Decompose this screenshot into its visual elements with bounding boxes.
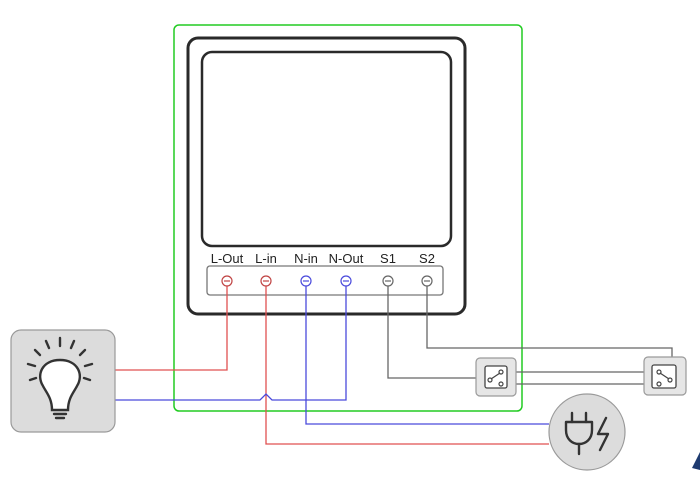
power-plug-icon: [548, 393, 626, 471]
two-way-switch-icon: [475, 357, 517, 397]
wire-s2-to-switch-b: [426, 281, 673, 357]
wires: [114, 281, 673, 445]
light-bulb-icon: [10, 329, 116, 433]
wire-s1-to-switch-a: [387, 281, 476, 379]
terminal-screw-n-out: [340, 275, 352, 287]
terminal-labels: L-Out L-in N-in N-Out S1 S2: [211, 251, 435, 266]
terminal-label-l-out: L-Out: [211, 251, 244, 266]
terminal-label-n-out: N-Out: [329, 251, 364, 266]
terminal-block: [206, 265, 444, 296]
wire-l-in-to-power: [265, 281, 549, 445]
smart-module: [186, 36, 467, 316]
module-screen: [200, 50, 453, 248]
highlight-frame: [173, 24, 523, 412]
terminal-screw-n-in: [300, 275, 312, 287]
terminal-screw-s1: [382, 275, 394, 287]
terminal-screw-l-in: [260, 275, 272, 287]
wire-l-out-to-lamp: [114, 281, 228, 371]
terminal-screw-s2: [421, 275, 433, 287]
wire-n-in-to-power: [305, 281, 549, 425]
edge-fragment: [692, 452, 700, 470]
two-way-switch-icon: [643, 356, 687, 396]
terminal-label-s2: S2: [419, 251, 435, 266]
wire-n-out-to-lamp: [114, 281, 347, 401]
terminal-label-s1: S1: [380, 251, 396, 266]
terminal-screws: [221, 275, 433, 287]
terminal-label-n-in: N-in: [294, 251, 318, 266]
terminal-label-l-in: L-in: [255, 251, 277, 266]
terminal-screw-l-out: [221, 275, 233, 287]
